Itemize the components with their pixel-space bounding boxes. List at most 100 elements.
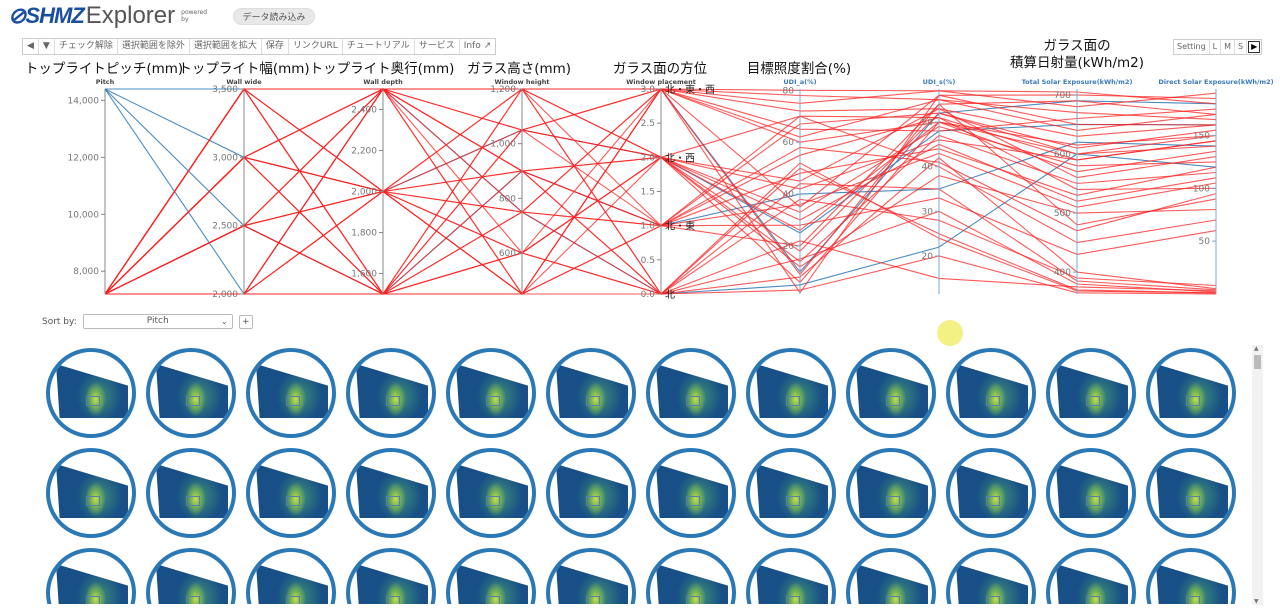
axis-label: UDI_a(%) (783, 78, 816, 86)
tick-label: 400 (1054, 268, 1071, 278)
illuminance-map-image (256, 464, 328, 518)
scrollbar[interactable]: ▲▼ (1252, 345, 1263, 605)
result-thumbnail[interactable] (46, 548, 136, 604)
result-thumbnail[interactable] (546, 448, 636, 538)
illuminance-map-image (456, 364, 528, 418)
window-outline (686, 496, 700, 506)
result-thumbnail[interactable] (446, 448, 536, 538)
tick-label: 20 (922, 252, 934, 262)
result-thumbnail[interactable] (146, 548, 236, 604)
axis-window-placement[interactable]: Window placement0.00.51.01.52.02.53.0北北・… (626, 78, 715, 301)
result-thumbnail[interactable] (1046, 348, 1136, 438)
tick-label: 600 (499, 249, 516, 259)
illuminance-map-image (756, 464, 828, 518)
sort-select[interactable]: Pitch⌄ (82, 314, 233, 329)
result-thumbnail[interactable] (446, 548, 536, 604)
uncheck-button[interactable]: チェック解除 (55, 39, 118, 54)
result-thumbnail[interactable] (1146, 448, 1236, 538)
result-thumbnail[interactable] (946, 448, 1036, 538)
add-sort-button[interactable]: + (238, 314, 253, 329)
cursor-highlight (937, 320, 963, 346)
scroll-down-icon[interactable]: ▼ (1254, 598, 1259, 605)
result-thumbnail[interactable] (646, 448, 736, 538)
info-button[interactable]: Info ↗ (463, 41, 492, 51)
window-outline (286, 496, 300, 506)
setting-button[interactable]: Setting (1174, 40, 1210, 54)
result-thumbnail[interactable] (946, 348, 1036, 438)
result-thumbnail[interactable] (746, 548, 836, 604)
result-thumbnail[interactable] (846, 548, 936, 604)
link-url-button[interactable]: リンクURL (289, 39, 343, 54)
result-thumbnail[interactable] (246, 348, 336, 438)
scrollbar-thumb[interactable] (1254, 355, 1261, 369)
sort-label: Sort by: (42, 316, 77, 327)
tick-label: 40 (922, 163, 934, 173)
load-data-button[interactable]: データ読み込み (233, 8, 315, 25)
result-thumbnail[interactable] (746, 348, 836, 438)
result-thumbnail[interactable] (346, 348, 436, 438)
save-button[interactable]: 保存 (262, 39, 289, 54)
result-thumbnail[interactable] (546, 348, 636, 438)
tutorial-button[interactable]: チュートリアル (343, 39, 415, 54)
dropdown-button[interactable]: ▼ (39, 39, 55, 54)
tick-label: 1,000 (490, 140, 516, 150)
illuminance-map-image (1056, 464, 1128, 518)
tick-label: 2,000 (212, 290, 238, 300)
result-thumbnail[interactable] (46, 348, 136, 438)
tick-label: 14,000 (68, 96, 100, 106)
window-outline (86, 596, 100, 604)
window-outline (186, 596, 200, 604)
result-thumbnail[interactable] (46, 448, 136, 538)
result-thumbnail[interactable] (846, 448, 936, 538)
result-thumbnail[interactable] (846, 348, 936, 438)
result-thumbnail[interactable] (346, 448, 436, 538)
result-thumbnail[interactable] (1046, 548, 1136, 604)
window-outline (186, 396, 200, 406)
window-outline (786, 396, 800, 406)
result-thumbnail[interactable] (646, 548, 736, 604)
result-thumbnail[interactable] (146, 448, 236, 538)
result-thumbnail[interactable] (746, 448, 836, 538)
result-thumbnail[interactable] (246, 448, 336, 538)
category-label: 北・西 (665, 152, 695, 164)
expand-selection-button[interactable]: 選択範囲を拡大 (190, 39, 262, 54)
result-thumbnail[interactable] (946, 548, 1036, 604)
scroll-up-icon[interactable]: ▲ (1254, 345, 1259, 352)
tick-label: 2.0 (641, 153, 656, 163)
window-outline (786, 596, 800, 604)
result-thumbnail[interactable] (1046, 448, 1136, 538)
axis-label: UDI_s(%) (923, 78, 956, 86)
title-depth: トップライト奥行(mm) (309, 61, 455, 77)
window-outline (986, 496, 1000, 506)
collapse-left-button[interactable]: ◀ (23, 39, 39, 54)
result-thumbnail[interactable] (246, 548, 336, 604)
tick-label: 2,500 (212, 222, 238, 232)
play-button[interactable]: ▶ (1248, 41, 1261, 53)
result-thumbnail[interactable] (346, 548, 436, 604)
result-thumbnail[interactable] (646, 348, 736, 438)
size-l-button[interactable]: L (1210, 40, 1222, 54)
result-thumbnail[interactable] (546, 548, 636, 604)
powered-by: powered by (181, 9, 208, 23)
tick-label: 500 (1054, 209, 1071, 219)
size-m-button[interactable]: M (1221, 40, 1236, 54)
size-s-button[interactable]: S (1235, 40, 1248, 54)
result-thumbnail[interactable] (446, 348, 536, 438)
result-thumbnail[interactable] (1146, 348, 1236, 438)
result-thumbnail[interactable] (1146, 548, 1236, 604)
window-outline (86, 396, 100, 406)
service-button[interactable]: サービス (415, 39, 460, 54)
tick-label: 10,000 (68, 210, 100, 220)
exclude-selection-button[interactable]: 選択範囲を除外 (118, 39, 190, 54)
result-thumbnail[interactable] (146, 348, 236, 438)
window-outline (1086, 596, 1100, 604)
